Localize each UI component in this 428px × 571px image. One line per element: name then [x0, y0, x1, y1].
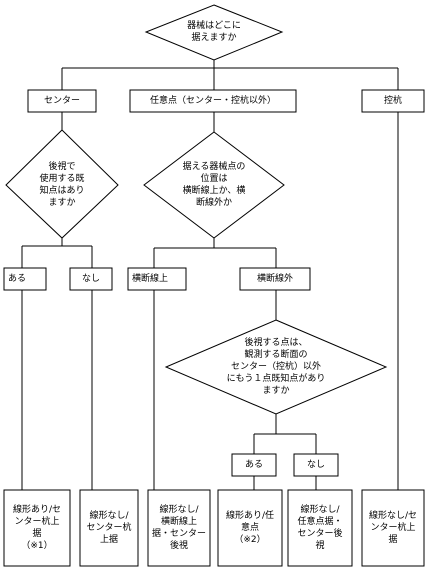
- box-on-cross-shape: [127, 267, 187, 291]
- box-center: センター: [43, 96, 80, 106]
- box-result1-shape: [3, 489, 71, 567]
- decision-backsight: 後視する点は、 観測する断面の センター（控杭）以外 にもう１点既知点があり ま…: [226, 338, 326, 396]
- decision-on-cross: 据える器械点の 位置は 横断線上か、横 断線外か: [182, 162, 246, 208]
- box-result6-shape: [361, 489, 425, 567]
- box-result2-shape: [79, 489, 139, 567]
- result-3: 線形なし/ 横断線上 据・センター 後視: [151, 505, 206, 551]
- box-yes1: ある: [8, 274, 27, 284]
- box-no2: なし: [306, 460, 325, 470]
- result-5: 線形なし/ 任意点据・ センター後 視: [297, 505, 343, 551]
- result-4: 線形あり/任 意点 （※2）: [225, 511, 275, 545]
- box-no1-shape: [69, 267, 113, 291]
- box-stake-shape: [361, 89, 425, 113]
- box-off-cross: 横断線外: [256, 274, 293, 284]
- result-1: 線形あり/セ ンター杭上 据 （※1）: [12, 505, 62, 551]
- box-no1: なし: [81, 274, 100, 284]
- decision-install-location: 器械はどこに 据えますか: [187, 21, 241, 43]
- box-result4-shape: [217, 489, 283, 567]
- result-2: 線形なし/ センター杭 上据: [86, 511, 132, 545]
- decision-known-point: 後視で 使用する既 知点はあり ますか: [39, 162, 85, 208]
- box-off-cross-shape: [239, 267, 311, 291]
- box-yes1-shape: [3, 267, 47, 291]
- box-arbitrary: 任意点（センター・控杭以外）: [149, 96, 276, 106]
- result-6: 線形なし/セ ンター杭上 据: [368, 511, 418, 545]
- box-arbitrary-shape: [129, 89, 297, 113]
- box-stake: 控杭: [383, 96, 402, 106]
- box-yes2: ある: [244, 460, 263, 470]
- box-result3-shape: [147, 489, 211, 567]
- box-result5-shape: [287, 489, 353, 567]
- box-on-cross: 横断線上: [132, 274, 169, 284]
